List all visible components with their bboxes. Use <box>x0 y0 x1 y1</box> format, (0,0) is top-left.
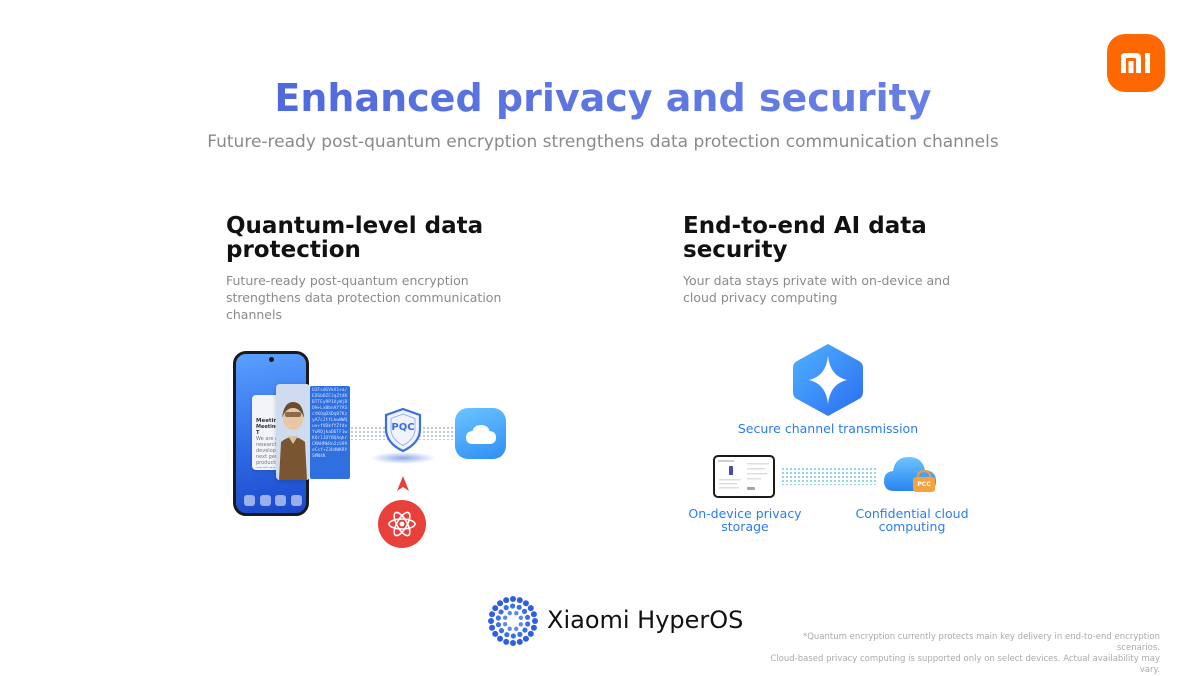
logo-dot <box>507 626 512 632</box>
meeting-card-title: Meeting <box>256 418 282 424</box>
logo-dot <box>497 635 504 642</box>
cloud-line2: computing <box>878 519 946 534</box>
logo-dot <box>489 624 496 631</box>
logo-dot <box>504 632 510 638</box>
meeting-card-body: We are al research developme next gene p… <box>256 436 282 468</box>
logo-dot <box>492 630 499 637</box>
cloud-pcc-icon: PCC <box>882 451 942 499</box>
logo-dot <box>516 638 523 645</box>
pqc-shield-icon: PQC <box>383 407 423 453</box>
logo-dot <box>507 610 512 616</box>
logo-dot <box>532 618 538 624</box>
dock-app <box>275 495 287 506</box>
right-section-title-line1: End-to-end AI data <box>683 213 927 239</box>
pcc-badge: PCC <box>917 481 931 488</box>
logo-dot <box>527 605 534 612</box>
hexagon-spark-icon <box>791 342 865 418</box>
mi-logo-icon <box>1121 53 1150 73</box>
atom-icon <box>378 500 426 548</box>
footnote-line1: *Quantum encryption currently protects m… <box>802 632 1160 653</box>
logo-dot <box>503 638 510 645</box>
logo-dot <box>518 615 524 620</box>
logo-dot <box>522 627 528 633</box>
meeting-card-subtitle: Meeting T <box>256 424 280 436</box>
logo-dot <box>521 608 528 614</box>
logo-dot <box>510 596 516 602</box>
arrow-up-icon <box>397 476 409 491</box>
logo-dot <box>510 633 516 639</box>
logo-dot <box>489 611 496 618</box>
on-device-line1: On-device privacy <box>688 506 802 521</box>
logo-dot <box>527 630 534 637</box>
xiaomi-logo <box>1107 34 1165 92</box>
page-title: Enhanced privacy and security <box>0 76 1200 120</box>
logo-dot <box>516 597 523 604</box>
logo-dot <box>514 610 519 616</box>
confidential-cloud-label: Confidential cloud computing <box>847 507 977 533</box>
left-section-heading: Quantum-level data protection <box>226 214 546 262</box>
logo-dot <box>530 624 537 631</box>
right-section-heading: End-to-end AI data security <box>683 214 1003 262</box>
logo-dot <box>518 622 524 627</box>
right-desc-line2: cloud privacy computing <box>683 290 838 305</box>
dock-app <box>259 495 271 506</box>
logo-dot <box>525 621 531 627</box>
footnote-line2: Cloud-based privacy computing is support… <box>770 654 1160 675</box>
hyperos-logo-icon <box>487 595 539 647</box>
logo-dot <box>498 628 505 634</box>
logo-dot <box>530 611 537 618</box>
logo-dot <box>492 605 499 612</box>
logo-dot <box>510 603 516 609</box>
logo-dot <box>522 600 529 607</box>
logo-dot <box>524 614 531 620</box>
logo-dot <box>510 640 516 646</box>
logo-dot <box>522 635 529 642</box>
meeting-card-text: Meeting Meeting T We are al research dev… <box>256 418 282 468</box>
dock-app <box>244 495 255 506</box>
logo-dot <box>502 622 508 627</box>
left-section-description: Future-ready post-quantum encryption str… <box>226 272 546 323</box>
cipher-block: U2FsdGVkX1+a/EOSbDZFJqZt4KBTTEy9P1XyWjBO… <box>310 386 350 479</box>
logo-dot <box>503 605 509 611</box>
logo-dot <box>498 609 504 615</box>
shield-glow <box>370 452 436 464</box>
hyperos-wordmark: Xiaomi HyperOS <box>547 606 744 634</box>
photo-card <box>276 384 310 480</box>
left-section-title-line2: protection <box>226 237 361 263</box>
logo-dot <box>503 597 510 604</box>
left-desc-line1: Future-ready post-quantum encryption <box>226 273 469 288</box>
on-device-storage-label: On-device privacy storage <box>680 507 810 533</box>
cloud-icon <box>455 408 506 459</box>
phone-dock <box>244 495 302 506</box>
logo-dot <box>495 622 502 628</box>
on-device-line2: storage <box>721 519 769 534</box>
left-desc-line2: strengthens data protection communicatio… <box>226 290 502 305</box>
right-section-description: Your data stays private with on-device a… <box>683 272 1003 306</box>
right-desc-line1: Your data stays private with on-device a… <box>683 273 951 288</box>
pqc-label: PQC <box>391 422 415 433</box>
logo-dot <box>517 631 523 637</box>
logo-dot <box>497 600 504 607</box>
footnote: *Quantum encryption currently protects m… <box>760 632 1160 676</box>
logo-dot <box>488 618 494 624</box>
cloud-line1: Confidential cloud <box>855 506 969 521</box>
right-section-title-line2: security <box>683 237 788 263</box>
logo-dot <box>514 626 519 632</box>
logo-dot <box>502 615 508 620</box>
secure-transfer-dots <box>781 467 876 485</box>
logo-dot <box>495 615 501 621</box>
tablet-icon <box>713 455 775 498</box>
logo-dot <box>516 604 522 610</box>
secure-channel-label: Secure channel transmission <box>737 421 919 436</box>
left-desc-line3: channels <box>226 307 282 322</box>
left-section-title-line1: Quantum-level data <box>226 213 484 239</box>
page-subtitle: Future-ready post-quantum encryption str… <box>207 132 999 152</box>
dock-app <box>290 495 302 506</box>
portrait-image <box>276 384 310 480</box>
phone-camera <box>269 357 274 362</box>
